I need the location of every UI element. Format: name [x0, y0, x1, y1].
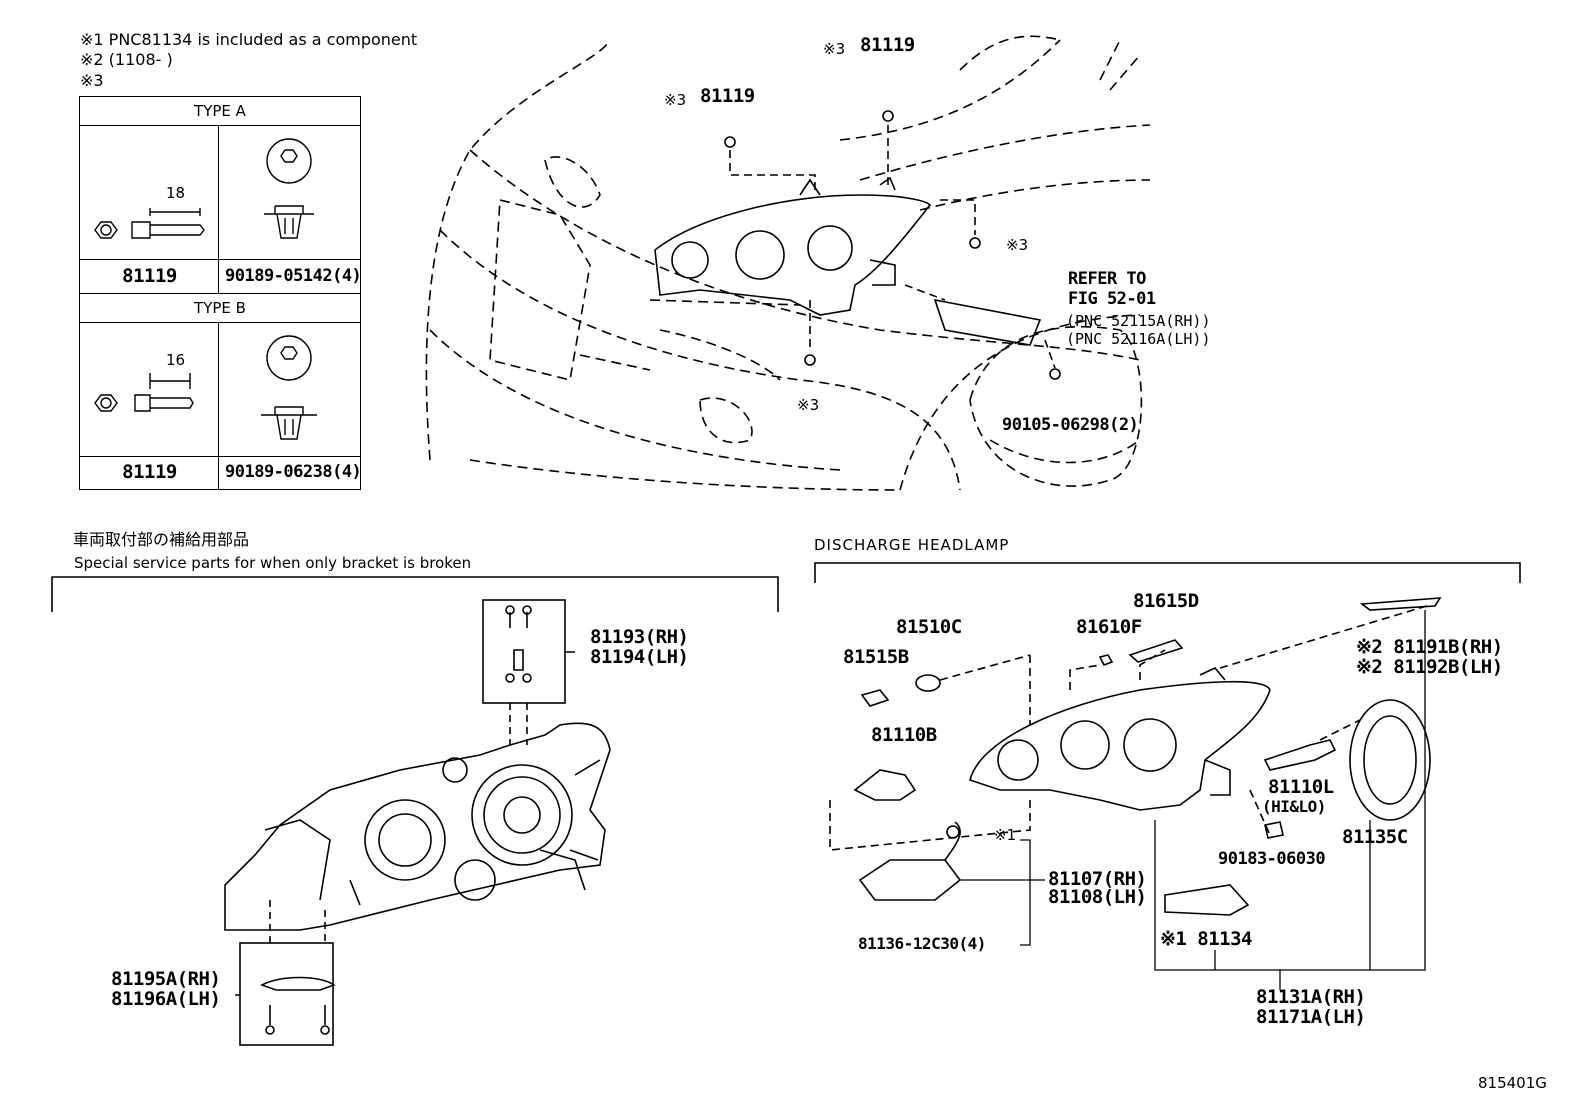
note-1: ※1 PNC81134 is included as a component	[80, 30, 418, 49]
service-bracket-line	[51, 576, 779, 612]
note-3: ※3	[80, 71, 104, 90]
note-2: ※2 (1108- )	[80, 50, 173, 69]
part-81107: 81107(RH)	[1048, 868, 1147, 890]
label-81119-b: 81119	[700, 85, 755, 107]
part-81134: ※1 81134	[1160, 928, 1253, 950]
label-81119-a: 81119	[860, 34, 915, 56]
service-title-jp: 車両取付部の補給用部品	[73, 530, 250, 549]
type-a-part-right: 90189-05142(4)	[225, 266, 362, 286]
part-hi-lo: (HI&LO)	[1262, 797, 1326, 816]
part-81510c: 81510C	[896, 616, 962, 638]
part-81110l: 81110L	[1268, 776, 1334, 798]
part-81171a: 81171A(LH)	[1256, 1006, 1366, 1028]
part-81131a: 81131A(RH)	[1256, 986, 1366, 1008]
type-b-dim: 16	[166, 351, 186, 369]
part-81135c: 81135C	[1342, 826, 1408, 848]
part-81515b: 81515B	[843, 646, 909, 668]
refer-line-4: (PNC 52116A(LH))	[1066, 330, 1211, 348]
service-title-en: Special service parts for when only brac…	[74, 554, 472, 572]
type-b-part-right: 90189-06238(4)	[225, 462, 362, 482]
type-b-header: TYPE B	[194, 299, 246, 317]
type-b-clip-icon	[261, 335, 317, 440]
type-b-bolt-icon	[94, 373, 194, 412]
part-81610f: 81610F	[1076, 616, 1142, 638]
top-headlamp	[654, 176, 1042, 346]
part-81108: 81108(LH)	[1048, 886, 1147, 908]
part-81615d: 81615D	[1133, 590, 1199, 612]
part-81191b: ※2 81191B(RH)	[1356, 636, 1503, 658]
upper-bracket-box	[482, 599, 566, 704]
type-b-part-left: 81119	[122, 461, 177, 483]
mark-3-b: ※3	[664, 91, 687, 109]
discharge-bracket-line	[814, 562, 1521, 583]
car-body-outline	[425, 35, 1151, 491]
part-81192b: ※2 81192B(LH)	[1356, 656, 1503, 678]
lower-bracket-box	[239, 942, 334, 1046]
type-a-dim: 18	[166, 184, 186, 202]
mark-3-c: ※3	[1006, 236, 1029, 254]
part-81110b: 81110B	[871, 724, 937, 746]
type-a-part-left: 81119	[122, 265, 177, 287]
mark-3-d: ※3	[797, 396, 820, 414]
part-81195a: 81195A(RH)	[111, 968, 221, 990]
part-81193: 81193(RH)	[590, 626, 689, 648]
type-a-bolt-icon	[94, 208, 205, 239]
mark-1-a: ※1	[994, 826, 1017, 844]
discharge-title: DISCHARGE HEADLAMP	[814, 536, 1010, 554]
bolt-90105: 90105-06298(2)	[1002, 415, 1139, 435]
refer-line-1: REFER TO	[1068, 269, 1146, 289]
refer-line-3: (PNC 52115A(RH))	[1066, 312, 1211, 330]
type-a-clip-icon	[264, 138, 314, 239]
part-81196a: 81196A(LH)	[111, 988, 221, 1010]
discharge-lamp	[969, 667, 1271, 811]
type-a-header: TYPE A	[194, 102, 246, 120]
mark-3-a: ※3	[823, 40, 846, 58]
part-81136: 81136-12C30(4)	[858, 934, 986, 953]
refer-line-2: FIG 52-01	[1068, 289, 1156, 309]
type-table: TYPE A 18 81119 90189-05142(4) TYPE B 16	[79, 96, 362, 490]
rear-headlamp-view	[224, 722, 611, 931]
part-81194: 81194(LH)	[590, 646, 689, 668]
part-90183: 90183-06030	[1218, 849, 1326, 869]
figure-id: 815401G	[1478, 1074, 1547, 1092]
